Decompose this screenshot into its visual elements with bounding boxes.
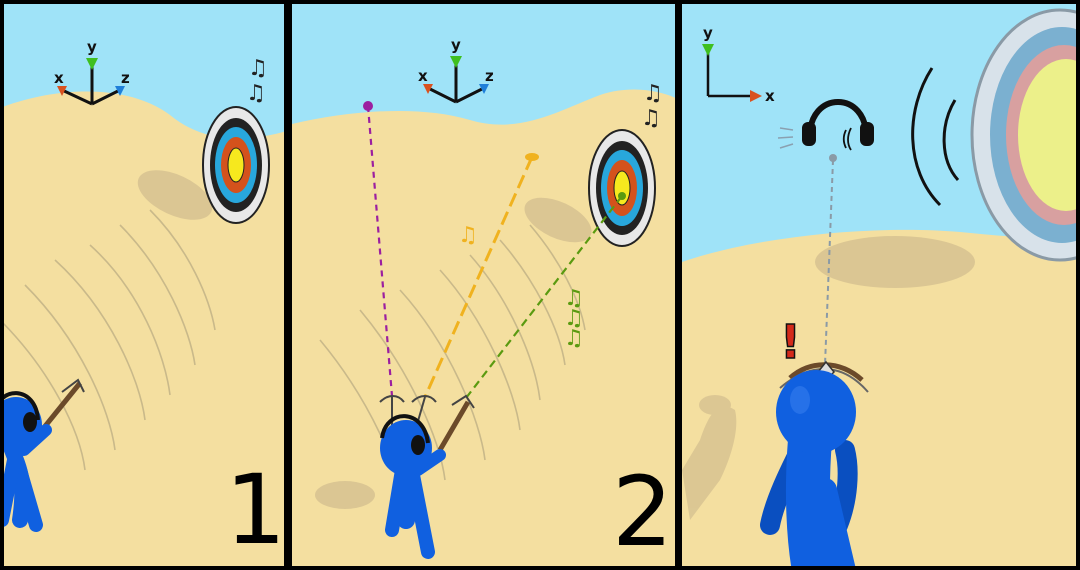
axis-label-y: y	[451, 36, 461, 54]
crossbow	[40, 381, 82, 432]
x-axis-arrow-icon	[750, 90, 762, 102]
axis-label-z: z	[485, 67, 494, 85]
target	[588, 129, 656, 247]
music-note-icon: ♫	[458, 223, 478, 248]
music-note-icon: ♫	[246, 81, 266, 106]
music-note-icon: ♫	[564, 306, 584, 331]
axis-label-x: x	[418, 67, 428, 85]
z-axis-arrow-icon	[479, 84, 489, 94]
target-shadow	[815, 236, 975, 288]
headphones-icon	[777, 99, 874, 151]
axis-label-z: z	[121, 69, 130, 87]
endpoint-purple	[363, 101, 373, 111]
y-axis-arrow-icon	[86, 58, 98, 70]
axis-gizmo: y x z	[54, 38, 130, 106]
panel-3: y x !	[682, 3, 1080, 567]
archer-figure	[379, 394, 475, 559]
endpoint-yellow	[525, 153, 539, 161]
y-axis-arrow-icon	[450, 56, 462, 68]
headphones-icon	[3, 391, 40, 421]
sightline	[824, 159, 834, 366]
figure-shadow	[682, 395, 737, 520]
music-note-icon: ♫	[643, 81, 663, 106]
trajectory-green	[465, 195, 623, 399]
alert-exclamation-icon: !	[780, 315, 801, 369]
axis-label-x: x	[54, 69, 64, 87]
axis-label-y: y	[87, 38, 97, 56]
sightline-endpoint	[829, 154, 837, 162]
figure-shadow	[315, 481, 375, 509]
target-shadow	[524, 197, 592, 243]
trajectory-purple	[366, 105, 394, 397]
axis-label-y: y	[703, 24, 713, 42]
sound-arcs	[911, 67, 960, 207]
crossbow	[437, 400, 471, 452]
panel-2: ♫ ♫ ♫ ♫ ♫ ♫ y x z	[292, 3, 675, 568]
axis-label-x: x	[765, 87, 775, 105]
target	[970, 8, 1080, 262]
x-axis-arrow-icon	[423, 84, 433, 94]
target	[202, 106, 270, 224]
headphones-icon	[380, 414, 430, 444]
music-note-icon: ♫	[564, 286, 584, 311]
target-shadow	[137, 170, 213, 220]
archer-figure	[760, 360, 869, 567]
panel-number: 1	[225, 454, 286, 566]
axis-gizmo: y x	[702, 24, 775, 105]
endpoint-green	[618, 192, 626, 200]
trajectories	[363, 101, 626, 399]
music-note-icon: ♫	[564, 326, 584, 351]
music-note-icon: ♫	[248, 56, 268, 81]
axis-gizmo: y x z	[418, 36, 494, 104]
panel-1: ♫ ♫ y x z 1	[3, 3, 286, 567]
x-axis-arrow-icon	[57, 86, 67, 96]
music-note-icon: ♫	[641, 106, 661, 131]
z-axis-arrow-icon	[115, 86, 125, 96]
sound-waves	[3, 209, 216, 471]
panel-number: 2	[612, 456, 673, 568]
y-axis-arrow-icon	[702, 44, 714, 56]
trajectory-yellow	[423, 156, 534, 398]
